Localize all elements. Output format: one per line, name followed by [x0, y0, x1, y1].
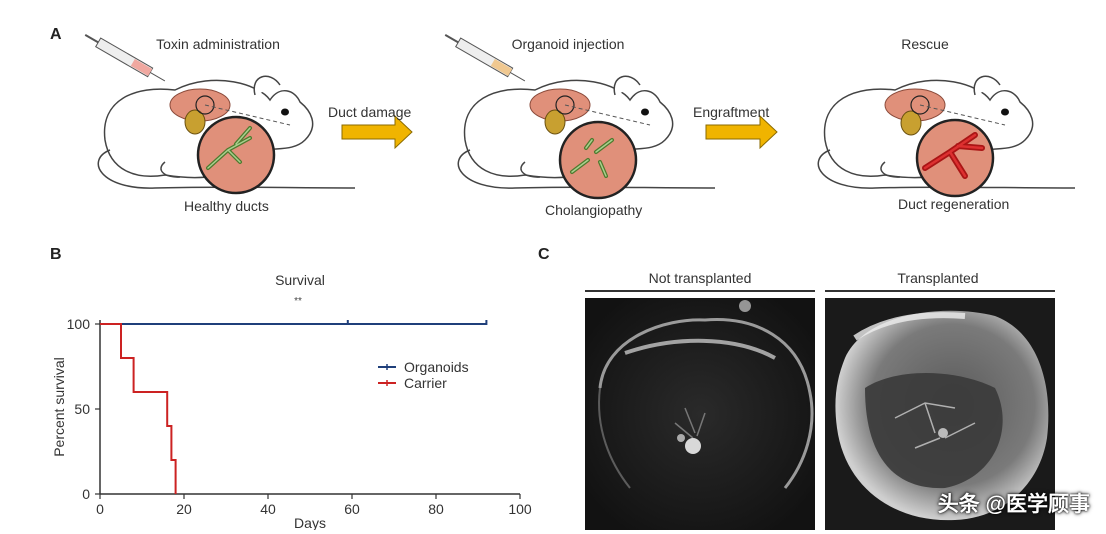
- x-tick-label: 60: [344, 501, 360, 517]
- y-tick-label: 0: [82, 486, 90, 502]
- stage-3-title: Rescue: [901, 36, 949, 52]
- stage-1-caption: Healthy ducts: [184, 198, 269, 214]
- y-tick-label: 100: [67, 316, 91, 332]
- series-line-carrier: [100, 323, 177, 494]
- stage-3-caption: Duct regeneration: [898, 196, 1010, 212]
- legend-label-carrier: Carrier: [404, 375, 447, 391]
- x-tick-label: 80: [428, 501, 444, 517]
- watermark: 头条 @医学顾事: [937, 493, 1090, 516]
- panel-c-letter: C: [538, 246, 550, 263]
- mri-image-not-transplanted: [585, 298, 815, 530]
- arrow-label-engraftment: Engraftment: [693, 104, 770, 120]
- chart-title: Survival: [275, 272, 325, 288]
- arrow-label-duct-damage: Duct damage: [328, 104, 412, 120]
- stage-1-title: Toxin administration: [156, 36, 280, 52]
- x-tick-label: 100: [508, 501, 532, 517]
- panel-b-letter: B: [50, 246, 62, 263]
- legend-label-organoids: Organoids: [404, 359, 469, 375]
- mri-rule-right: [825, 290, 1055, 292]
- significance-mark: **: [294, 296, 302, 307]
- x-tick-label: 0: [96, 501, 104, 517]
- survival-chart: Survival ** 0 20 40 60 80 100 0 50 100 Organoids…: [51, 272, 532, 530]
- mri-title-transplanted: Transplanted: [897, 270, 979, 286]
- x-tick-label: 20: [176, 501, 192, 517]
- mri-rule-left: [585, 290, 815, 292]
- x-axis-label: Days: [294, 515, 326, 530]
- y-axis-label: Percent survival: [51, 357, 67, 457]
- x-tick-label: 40: [260, 501, 276, 517]
- y-tick-label: 50: [74, 401, 90, 417]
- mri-image-transplanted: [825, 298, 1055, 530]
- mri-title-not-transplanted: Not transplanted: [648, 270, 752, 286]
- arrow-duct-damage: [341, 114, 413, 150]
- stage-2-caption: Cholangiopathy: [545, 202, 643, 218]
- mouse-illustrations: [84, 34, 1076, 200]
- panel-a-letter: A: [50, 26, 62, 43]
- stage-2-title: Organoid injection: [511, 36, 625, 52]
- arrow-engraftment: [705, 114, 778, 150]
